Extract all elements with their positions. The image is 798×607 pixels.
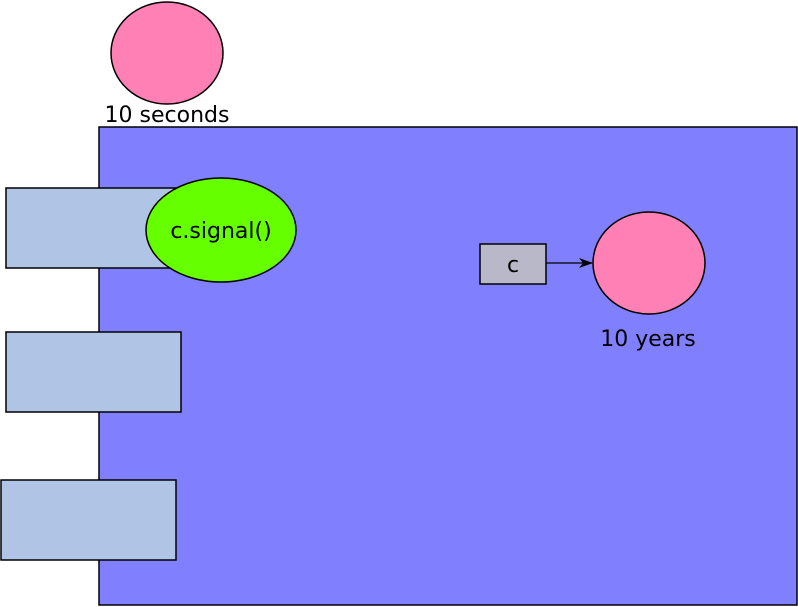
long-timer-label: 10 years <box>600 327 696 352</box>
condition-label: c <box>507 253 519 278</box>
condition-box <box>479 243 547 285</box>
entry-box-2 <box>5 331 182 413</box>
signal-ellipse <box>145 177 297 283</box>
long-timer-circle <box>592 211 706 315</box>
signal-label: c.signal() <box>170 219 271 244</box>
short-timer-label: 10 seconds <box>105 103 230 128</box>
short-timer-circle <box>110 1 224 105</box>
entry-box-3 <box>0 479 177 561</box>
